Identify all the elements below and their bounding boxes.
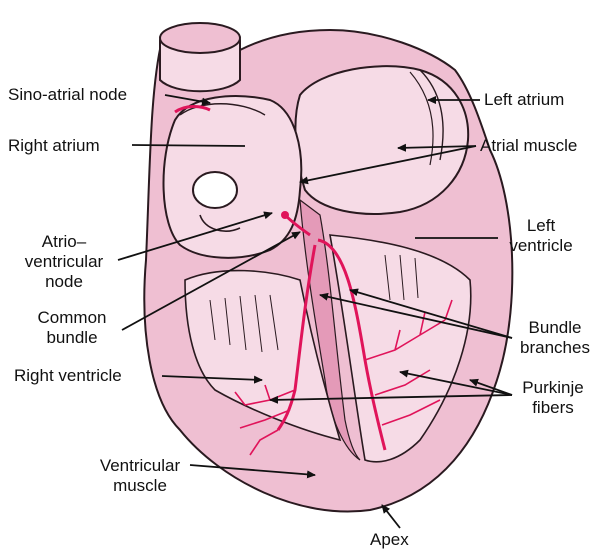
- label-bundle-branches: Bundle branches: [510, 318, 600, 358]
- label-common-bundle: Common bundle: [22, 308, 122, 348]
- label-av-node-line1: Atrio–: [14, 232, 114, 252]
- label-av-node-line2: ventricular: [14, 252, 114, 272]
- label-ventricular-muscle-line1: Ventricular: [90, 456, 190, 476]
- label-av-node: Atrio– ventricular node: [14, 232, 114, 292]
- label-purkinje-fibers-line2: fibers: [508, 398, 598, 418]
- label-left-atrium: Left atrium: [484, 90, 564, 110]
- label-common-bundle-line2: bundle: [22, 328, 122, 348]
- pointer-apex: [382, 505, 400, 528]
- label-left-ventricle-line1: Left: [496, 216, 586, 236]
- label-ventricular-muscle-line2: muscle: [90, 476, 190, 496]
- label-av-node-line3: node: [14, 272, 114, 292]
- label-bundle-branches-line1: Bundle: [510, 318, 600, 338]
- label-sino-atrial-node: Sino-atrial node: [8, 85, 127, 105]
- right-atrium-chamber: [164, 96, 302, 258]
- label-apex: Apex: [370, 530, 409, 550]
- label-left-ventricle: Left ventricle: [496, 216, 586, 256]
- label-atrial-muscle: Atrial muscle: [480, 136, 577, 156]
- label-bundle-branches-line2: branches: [510, 338, 600, 358]
- aorta: [160, 23, 240, 91]
- label-purkinje-fibers-line1: Purkinje: [508, 378, 598, 398]
- pointer-right-atrium: [132, 145, 245, 146]
- label-right-ventricle: Right ventricle: [14, 366, 122, 386]
- label-right-atrium: Right atrium: [8, 136, 100, 156]
- label-purkinje-fibers: Purkinje fibers: [508, 378, 598, 418]
- label-left-ventricle-line2: ventricle: [496, 236, 586, 256]
- label-common-bundle-line1: Common: [22, 308, 122, 328]
- label-ventricular-muscle: Ventricular muscle: [90, 456, 190, 496]
